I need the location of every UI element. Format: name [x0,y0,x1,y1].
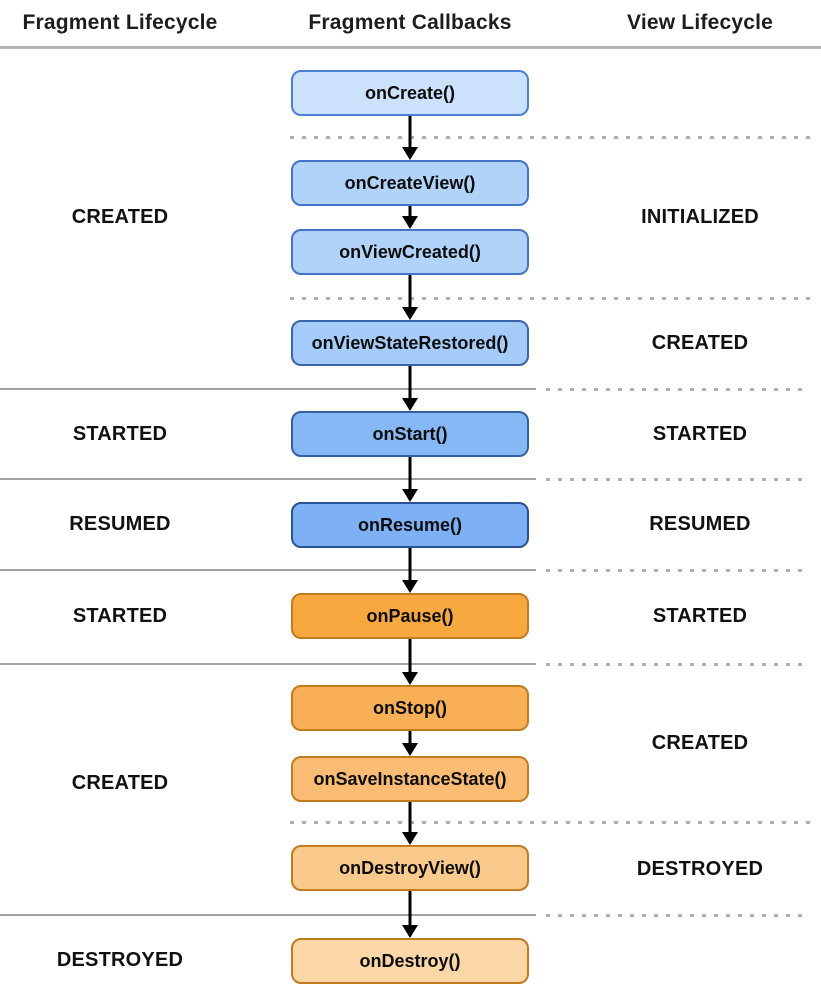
dashed-divider [290,821,810,824]
dashed-divider [546,569,810,572]
down-arrow-icon [398,457,422,502]
fragment-state-label: STARTED [72,605,168,627]
header-fragment-callbacks: Fragment Callbacks [308,11,512,34]
down-arrow-icon [398,548,422,593]
down-arrow-icon [398,891,422,938]
callback-box-onstop: onStop() [291,685,529,731]
down-arrow-icon [398,639,422,685]
callback-box-onviewcreated: onViewCreated() [291,229,529,275]
header-view-lifecycle: View Lifecycle [627,11,773,34]
view-state-label: DESTROYED [636,858,764,880]
dashed-divider [290,136,810,139]
down-arrow-icon [398,731,422,756]
callback-box-onresume: onResume() [291,502,529,548]
callback-box-ondestroyview: onDestroyView() [291,845,529,891]
view-state-label: STARTED [652,605,748,627]
dashed-divider [290,297,810,300]
dashed-divider [546,478,810,481]
dashed-divider [546,388,810,391]
down-arrow-icon [398,116,422,160]
dashed-divider [546,663,810,666]
fragment-state-label: CREATED [71,772,169,794]
view-state-label: INITIALIZED [641,206,759,228]
callback-box-oncreateview: onCreateView() [291,160,529,206]
callback-box-oncreate: onCreate() [291,70,529,116]
view-state-label: CREATED [651,732,749,754]
callback-box-onstart: onStart() [291,411,529,457]
callback-box-onviewstaterestored: onViewStateRestored() [291,320,529,366]
solid-divider [0,569,536,571]
view-state-label: CREATED [651,332,749,354]
callback-box-onsaveinstancestate: onSaveInstanceState() [291,756,529,802]
fragment-state-label: CREATED [71,206,169,228]
callback-box-onpause: onPause() [291,593,529,639]
view-state-label: STARTED [652,423,748,445]
header-fragment-lifecycle: Fragment Lifecycle [22,11,218,34]
fragment-state-label: DESTROYED [56,949,184,971]
down-arrow-icon [398,802,422,845]
solid-divider [0,388,536,390]
header-divider [0,46,821,49]
dashed-divider [546,914,810,917]
fragment-state-label: STARTED [72,423,168,445]
solid-divider [0,478,536,480]
view-state-label: RESUMED [649,513,751,535]
callback-box-ondestroy: onDestroy() [291,938,529,984]
solid-divider [0,663,536,665]
down-arrow-icon [398,275,422,320]
down-arrow-icon [398,206,422,229]
down-arrow-icon [398,366,422,411]
solid-divider [0,914,536,916]
fragment-state-label: RESUMED [69,513,171,535]
